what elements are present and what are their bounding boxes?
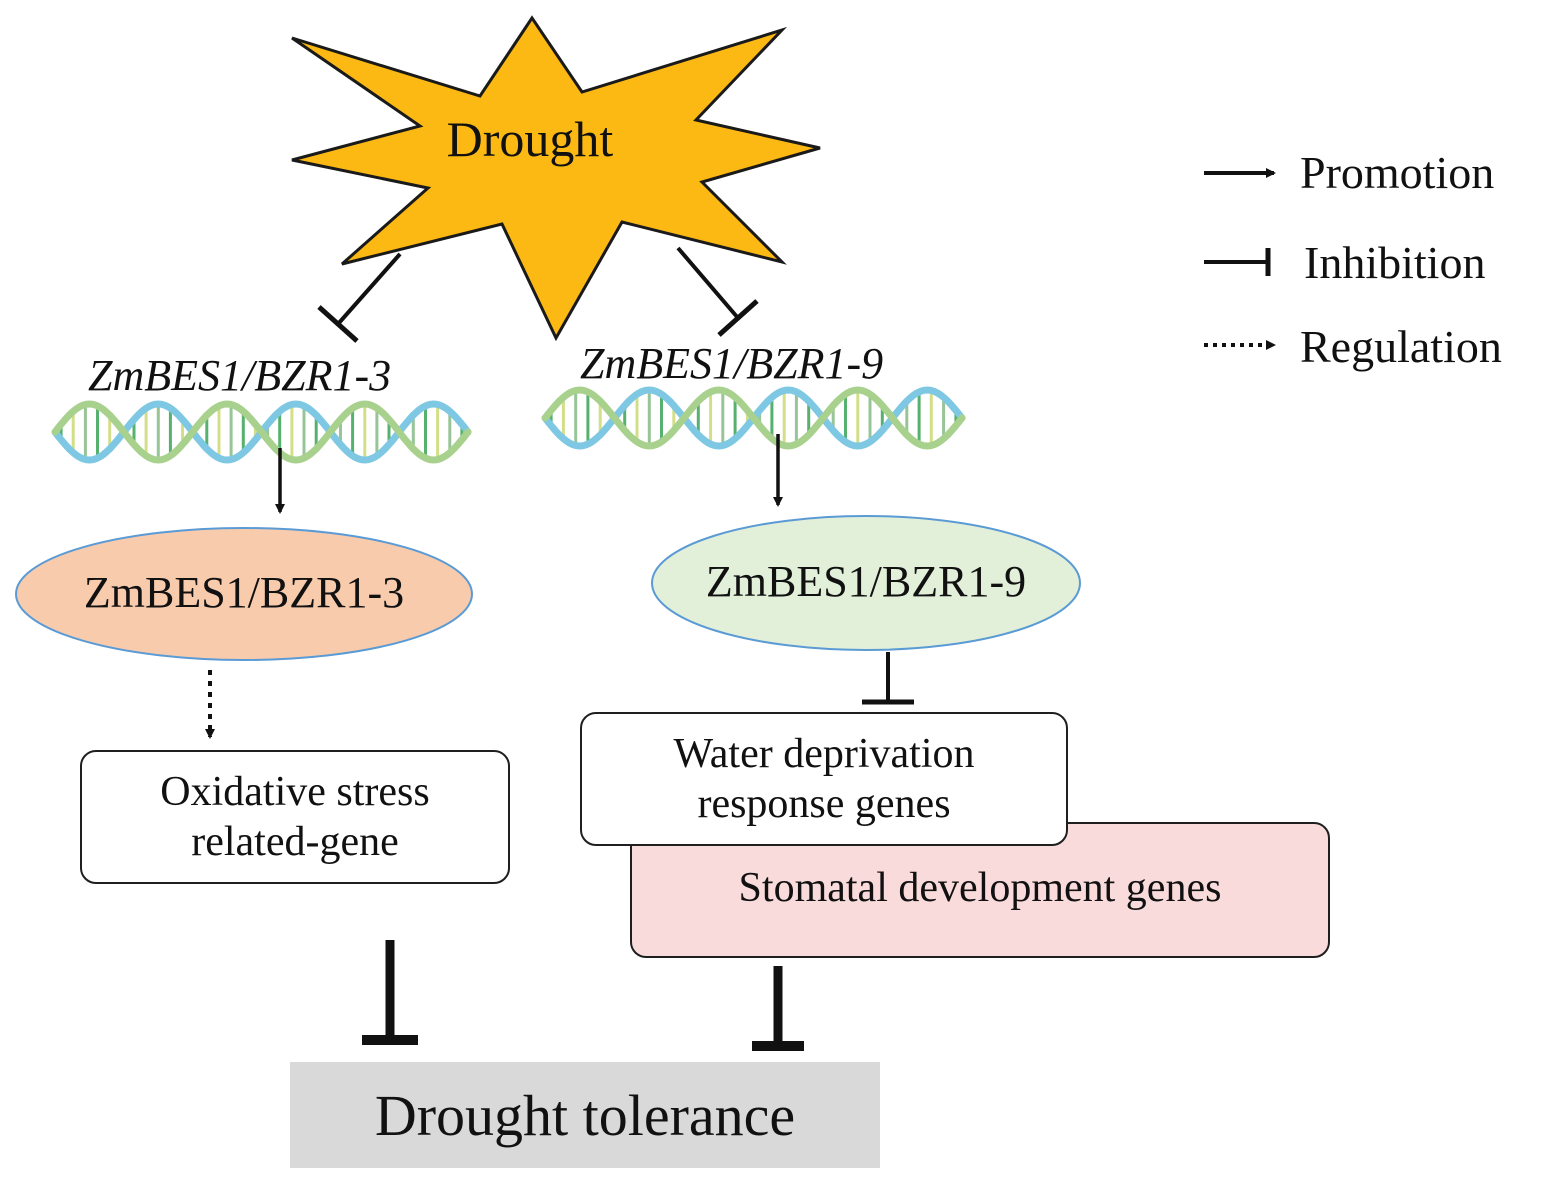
drought-tolerance-label: Drought tolerance bbox=[374, 1082, 796, 1148]
gene-label-bzr1-3: ZmBES1/BZR1-3 bbox=[88, 351, 392, 400]
drought-tolerance-box: Drought tolerance bbox=[290, 1062, 880, 1168]
oxidative-label-line2: related-gene bbox=[191, 819, 399, 865]
dna-strand-b bbox=[51, 400, 472, 464]
inhibit-drought-to-bzr1-9 bbox=[676, 246, 759, 337]
water-label-line2: response genes bbox=[697, 781, 951, 827]
legend-inhibition-label: Inhibition bbox=[1304, 237, 1486, 288]
inhibit-drought-to-bzr1-3 bbox=[317, 252, 402, 343]
water-deprivation-genes-box: Water deprivation response genes bbox=[580, 712, 1068, 846]
protein-label-bzr1-3: ZmBES1/BZR1-3 bbox=[83, 568, 405, 617]
oxidative-stress-gene-box: Oxidative stress related-gene bbox=[80, 750, 510, 884]
legend-promotion-label: Promotion bbox=[1300, 147, 1495, 198]
protein-label-bzr1-9: ZmBES1/BZR1-9 bbox=[705, 557, 1027, 606]
oxidative-label-line1: Oxidative stress bbox=[160, 768, 430, 815]
dna-helix-left bbox=[51, 400, 472, 464]
inhibit-bzr1-9-to-water-genes bbox=[862, 652, 914, 705]
drought-starburst bbox=[291, 15, 821, 342]
stomatal-label: Stomatal development genes bbox=[738, 864, 1222, 911]
legend-inhibition-bar bbox=[1204, 248, 1271, 276]
protein-ellipse-bzr1-3 bbox=[15, 527, 473, 661]
dna-helix-right bbox=[541, 386, 966, 450]
gene-label-bzr1-9: ZmBES1/BZR1-9 bbox=[580, 339, 884, 388]
inhibit-stomatal-to-tolerance bbox=[752, 966, 804, 1051]
water-label-line1: Water deprivation bbox=[673, 730, 975, 777]
protein-ellipse-bzr1-9 bbox=[651, 515, 1081, 651]
drought-label: Drought bbox=[446, 111, 614, 167]
legend-regulation-label: Regulation bbox=[1300, 321, 1502, 372]
dna-strand-b bbox=[541, 386, 966, 450]
inhibit-oxidative-to-tolerance bbox=[362, 940, 418, 1045]
